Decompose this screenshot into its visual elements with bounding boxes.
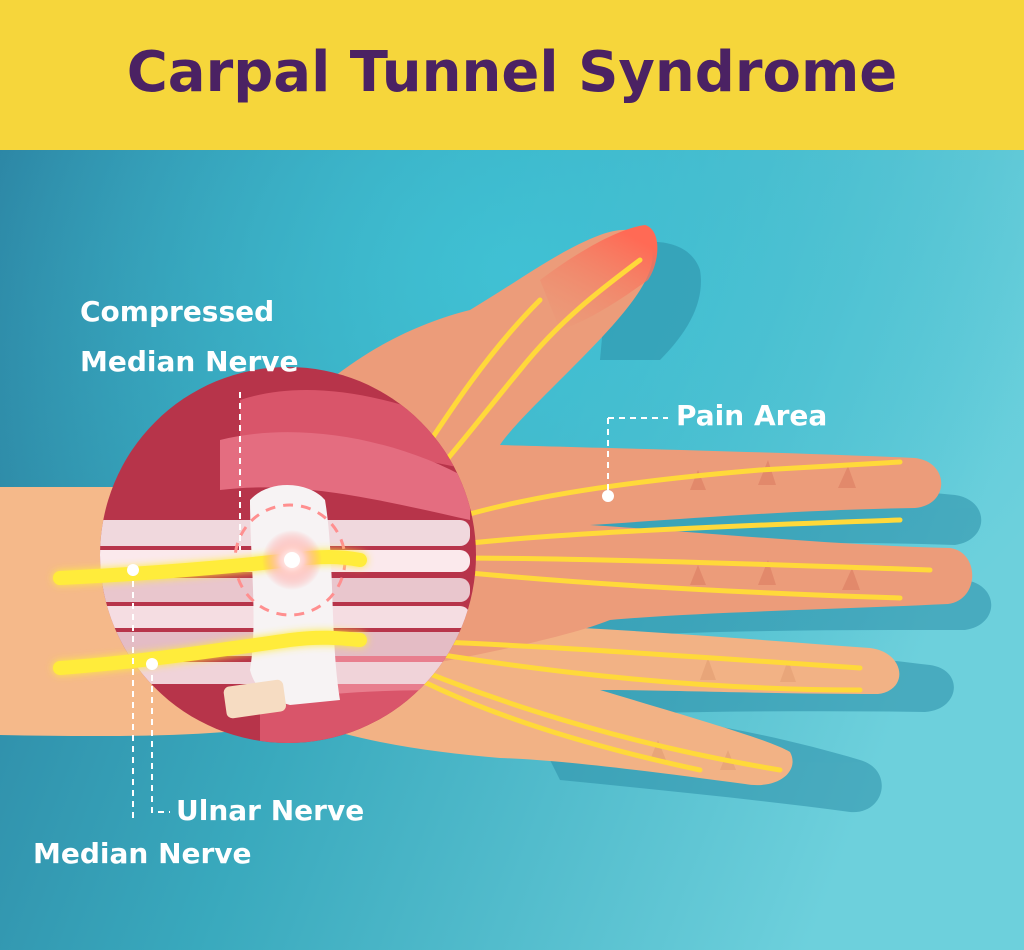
pain-area-label: Pain Area [676, 399, 828, 432]
compression-point [284, 552, 300, 568]
compressed-nerve-label-line2: Median Nerve [80, 345, 299, 378]
median-nerve-label: Median Nerve [33, 837, 252, 870]
page-title: Carpal Tunnel Syndrome [126, 39, 898, 105]
leader-dots [127, 490, 614, 670]
leader-lines [132, 392, 668, 822]
hand-anatomy-illustration [0, 150, 1024, 950]
ulnar-nerve-label: Ulnar Nerve [176, 794, 365, 827]
thumb-pain-highlight [540, 225, 658, 330]
compressed-nerve-label-line1: Compressed [80, 295, 275, 328]
transverse-ligament [250, 484, 340, 705]
title-banner: Carpal Tunnel Syndrome [0, 0, 1024, 150]
palm-lower [300, 625, 900, 786]
finger-creases [690, 460, 860, 590]
bone-fragment [223, 679, 287, 719]
forearm-nerves [53, 550, 367, 675]
